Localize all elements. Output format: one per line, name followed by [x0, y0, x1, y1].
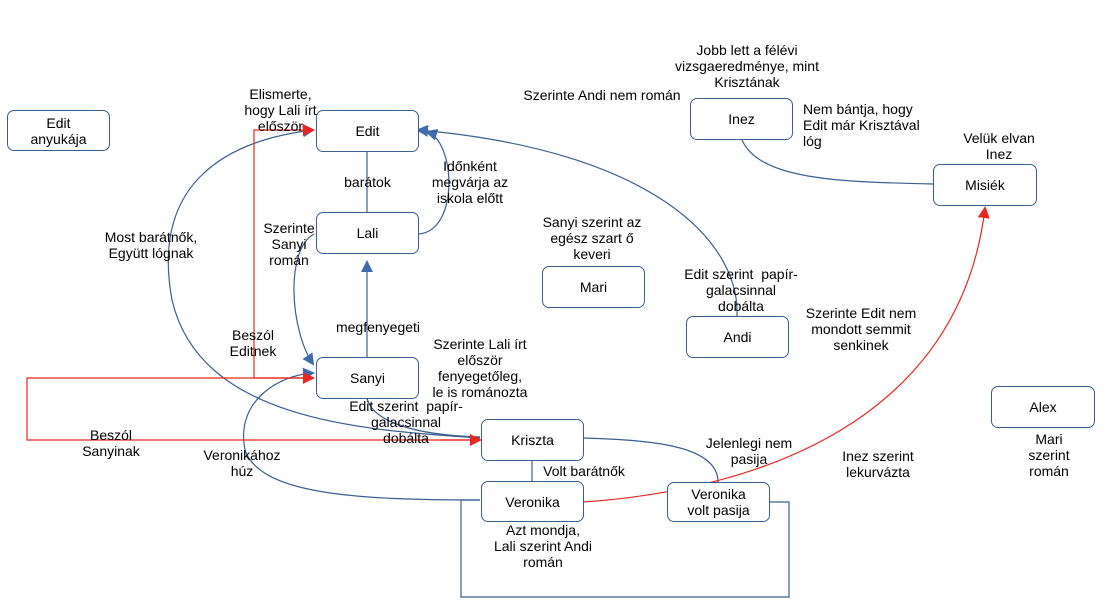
label-veronikahoz-huz: Veronikához húz: [203, 447, 281, 479]
label-edit-szerint-papir-andi: Edit szerint papír- galacsinnal dobálta: [684, 266, 798, 314]
node-mari[interactable]: Mari: [542, 266, 645, 308]
node-andi-label: Andi: [723, 329, 752, 345]
label-szerinte-sanyi-roman: Szerinte Sanyi román: [263, 220, 315, 268]
label-elismerte: Elismerte, hogy Lali írt először: [244, 86, 317, 134]
node-inez[interactable]: Inez: [690, 98, 793, 140]
node-inez-label: Inez: [728, 111, 755, 127]
edge-sanyi-kriszta: [366, 397, 481, 438]
label-azt-mondja: Azt mondja, Lali szerint Andi román: [493, 522, 593, 570]
label-veluk-elvan: Velük elvan Inez: [963, 130, 1035, 162]
label-szerinte-andi-nem-roman: Szerinte Andi nem román: [523, 87, 681, 103]
label-jobb-lett: Jobb lett a félévi vizsgaeredménye, mint…: [675, 42, 819, 90]
label-beszol-editnek: Beszól Editnek: [229, 327, 277, 359]
edge-kriszta-edit: [167, 125, 481, 439]
label-baratok: barátok: [344, 174, 391, 190]
node-veronika-volt-pasija[interactable]: Veronika volt pasija: [667, 482, 770, 522]
node-sanyi-label: Sanyi: [349, 370, 386, 386]
node-veronika-label: Veronika: [505, 493, 560, 510]
label-beszol-sanyinak: Beszól Sanyinak: [82, 427, 140, 459]
label-megfenyegeti: megfenyegeti: [335, 319, 421, 335]
edge-veronika-loop: [460, 499, 790, 598]
node-edit-anyukaja[interactable]: Edit anyukája: [7, 110, 110, 151]
label-szerinte-edit-nem: Szerinte Edit nem mondott semmit senkine…: [805, 305, 917, 353]
node-kriszta[interactable]: Kriszta: [481, 419, 584, 461]
node-edit-label: Edit: [355, 123, 380, 139]
node-edit-anyukaja-label: Edit anyukája: [30, 114, 87, 147]
node-kriszta-label: Kriszta: [511, 432, 554, 448]
edge-andi-edit: [416, 124, 738, 317]
edge-kriszta-vvp: [582, 437, 719, 483]
node-veronika[interactable]: Veronika: [481, 481, 584, 522]
node-alex[interactable]: Alex: [991, 386, 1095, 428]
label-sanyi-szerint-szart: Sanyi szerint az egész szart ő keveri: [542, 214, 642, 262]
node-lali-label: Lali: [356, 225, 379, 241]
node-misiek-label: Misiék: [965, 177, 1005, 193]
label-idonkent: Időnként megvárja az iskola előtt: [431, 158, 509, 206]
edge-lali-sanyi: [293, 233, 315, 366]
node-lali[interactable]: Lali: [316, 212, 419, 254]
label-inez-szerint: Inez szerint lekurvázta: [842, 448, 914, 480]
edge-veronika-sanyi: [243, 367, 481, 501]
edge-lali-edit: [418, 129, 450, 235]
node-edit[interactable]: Edit: [316, 110, 419, 152]
node-mari-label: Mari: [579, 279, 608, 295]
node-andi[interactable]: Andi: [686, 316, 789, 358]
edge-inez-misiek: [741, 139, 934, 185]
node-sanyi[interactable]: Sanyi: [316, 357, 419, 399]
label-mari-szerint-roman: Mari szerint román: [1028, 431, 1070, 479]
label-jelenlegi-nem-pasija: Jelenlegi nem pasija: [705, 435, 793, 467]
edge-red-kriszta-sanyi: [26, 372, 480, 441]
label-most-baratnok: Most barátnők, Együtt lógnak: [104, 229, 198, 261]
node-alex-label: Alex: [1029, 399, 1057, 415]
label-volt-baratnok: Volt barátnők: [543, 463, 625, 479]
node-misiek[interactable]: Misiék: [933, 164, 1037, 206]
edge-red-veronika-misiek: [582, 206, 990, 503]
label-szerinte-lali-irt: Szerinte Lali írt először fenyegetőleg, …: [432, 336, 528, 400]
node-veronika-volt-pasija-label: Veronika volt pasija: [687, 486, 750, 518]
label-edit-szerint-papir-sanyi: Edit szerint papír- galacsinnal dobálta: [349, 398, 463, 446]
label-nem-bantja: Nem bántja, hogy Edit már Krisztával lóg: [803, 101, 920, 149]
